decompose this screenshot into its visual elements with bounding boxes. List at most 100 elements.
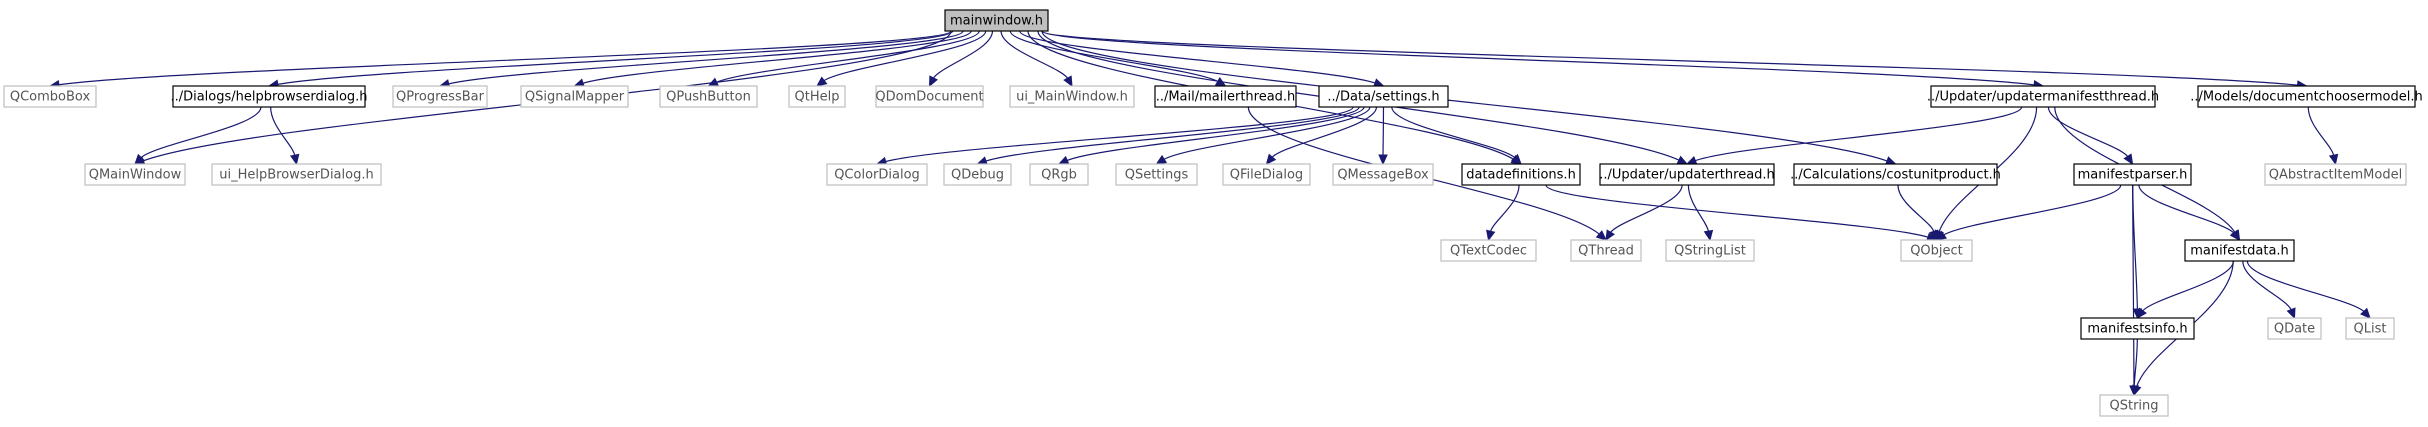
edge-line xyxy=(1000,30,1069,80)
edge-arrowhead xyxy=(1595,230,1607,241)
edge-manifestdata-to-QDate xyxy=(2242,260,2296,320)
node-helpbrowserdialog: ../Dialogs/helpbrowserdialog.h xyxy=(170,85,368,108)
node-label: QSignalMapper xyxy=(525,90,625,105)
edge-line xyxy=(1545,184,1930,239)
edge-line xyxy=(1041,30,2299,86)
edge-arrowhead xyxy=(290,153,300,166)
edge-helpbrowserdialog-to-QMainWindow xyxy=(134,106,262,165)
node-mailerthread: ../Mail/mailerthread.h xyxy=(1154,85,1297,108)
edge-arrowhead xyxy=(1510,153,1522,165)
edge-mainwindow-to-QDomDocument xyxy=(928,30,994,88)
node-costunitproduct: ../Calculations/costunitproduct.h xyxy=(1790,163,2001,186)
node-QProgressBar: QProgressBar xyxy=(392,85,488,108)
node-box xyxy=(1793,163,1998,186)
edge-arrowhead xyxy=(1155,154,1168,165)
node-QAbstractItemModel: QAbstractItemModel xyxy=(2264,163,2407,186)
node-box xyxy=(172,85,366,108)
edge-line xyxy=(1162,106,1371,161)
node-box xyxy=(1029,163,1089,186)
edge-mainwindow-to-QComboBox xyxy=(48,30,952,90)
edge-line xyxy=(270,106,296,157)
node-QRgb: QRgb xyxy=(1029,163,1089,186)
edge-manifestdata-to-manifestsinfo xyxy=(2136,260,2234,319)
edge-line xyxy=(2141,260,2234,312)
edge-line xyxy=(823,30,987,82)
node-label: mainwindow.h xyxy=(950,14,1043,29)
node-label: QProgressBar xyxy=(396,90,485,105)
node-label: ../Models/documentchoosermodel.h xyxy=(2190,90,2422,105)
node-box xyxy=(659,85,758,108)
edge-updaterthread-to-QStringList xyxy=(1687,184,1714,242)
node-box xyxy=(1570,239,1642,262)
edge-line xyxy=(1489,184,1520,233)
node-box xyxy=(2267,317,2322,340)
node-label: ../Updater/updatermanifestthread.h xyxy=(1927,90,2159,105)
node-label: QRgb xyxy=(1041,168,1077,183)
node-label: ui_MainWindow.h xyxy=(1016,90,1128,105)
edge-line xyxy=(57,30,952,86)
edge-helpbrowserdialog-to-ui_HelpBrowserDialog xyxy=(270,106,300,166)
edge-documentchoosermodel-to-QAbstractItemModel xyxy=(2307,106,2339,166)
edge-line xyxy=(1009,30,1219,83)
node-label: QTextCodec xyxy=(1450,244,1527,259)
edge-line xyxy=(1041,30,2036,86)
node-box xyxy=(1461,163,1581,186)
node-label: QList xyxy=(2354,322,2387,337)
edge-line xyxy=(140,106,262,159)
edge-datadefinitions-to-QObject xyxy=(1545,184,1938,242)
node-box xyxy=(943,163,1012,186)
node-label: QPushButton xyxy=(666,90,751,105)
edge-settings-to-QDebug xyxy=(976,106,1360,166)
node-QComboBox: QComboBox xyxy=(3,85,97,108)
edge-line xyxy=(2242,260,2293,311)
node-box xyxy=(2264,163,2407,186)
node-label: QtHelp xyxy=(795,90,840,105)
node-label: ../Mail/mailerthread.h xyxy=(1156,90,1296,105)
edge-arrowhead xyxy=(1703,229,1714,242)
node-QColorDialog: QColorDialog xyxy=(826,163,928,186)
node-label: manifestsinfo.h xyxy=(2087,322,2187,337)
node-manifestdata: manifestdata.h xyxy=(2184,239,2295,262)
edge-arrowhead xyxy=(134,153,145,165)
edge-settings-to-QMessageBox xyxy=(1378,106,1388,166)
node-box xyxy=(211,163,382,186)
edge-arrowhead xyxy=(1378,154,1388,166)
node-box xyxy=(1599,163,1775,186)
edge-line xyxy=(1694,106,2023,162)
node-label: QString xyxy=(2109,399,2158,414)
node-label: ../Calculations/costunitproduct.h xyxy=(1790,168,2001,183)
node-box xyxy=(2345,317,2395,340)
node-box xyxy=(520,85,629,108)
edge-mainwindow-to-ui_MainWindow xyxy=(1000,30,1073,88)
edge-manifestsinfo-to-QString xyxy=(2129,338,2140,397)
node-box xyxy=(1318,85,1449,108)
edge-line xyxy=(1271,106,1378,159)
node-manifestsinfo: manifestsinfo.h xyxy=(2080,317,2195,340)
node-label: manifestdata.h xyxy=(2190,244,2289,259)
edge-mainwindow-to-QtHelp xyxy=(816,30,987,87)
node-QPushButton: QPushButton xyxy=(659,85,758,108)
edge-settings-to-QColorDialog xyxy=(875,106,1354,167)
node-box xyxy=(1332,163,1434,186)
edge-arrowhead xyxy=(2129,385,2140,397)
node-box xyxy=(2073,163,2192,186)
edge-line xyxy=(2133,338,2138,388)
node-settings: ../Data/settings.h xyxy=(1318,85,1449,108)
edge-arrowhead xyxy=(816,76,828,87)
edge-costunitproduct-to-QObject xyxy=(1897,184,1939,242)
node-QDomDocument: QDomDocument xyxy=(875,85,984,108)
edge-line xyxy=(1391,106,1516,159)
edge-arrowhead xyxy=(1935,230,1948,241)
node-box xyxy=(84,163,186,186)
edge-line xyxy=(276,30,954,86)
edge-arrowhead xyxy=(2136,307,2147,319)
edge-arrowhead xyxy=(2328,153,2339,166)
node-ui_MainWindow: ui_MainWindow.h xyxy=(1009,85,1135,108)
edge-line xyxy=(2138,184,2236,235)
node-ui_HelpBrowserDialog: ui_HelpBrowserDialog.h xyxy=(211,163,382,186)
node-label: QDomDocument xyxy=(875,90,983,105)
node-label: QSettings xyxy=(1125,168,1189,183)
node-label: QAbstractItemModel xyxy=(2269,168,2402,183)
